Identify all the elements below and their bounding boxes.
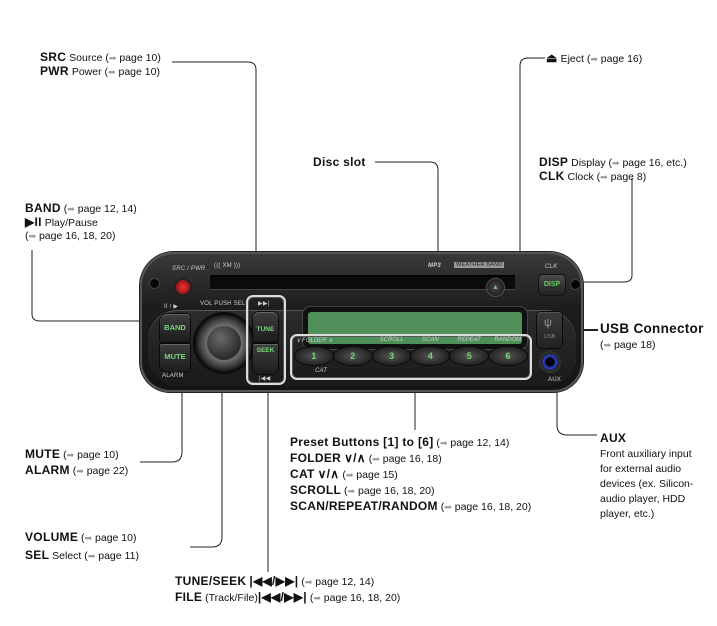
volume-knob[interactable]: [207, 326, 241, 360]
src-pwr-button[interactable]: [176, 280, 190, 294]
label-aux-desc-5: player, etc.): [600, 508, 655, 520]
label-tuneseek: TUNE/SEEK |◀◀/▶▶| (➡ page 12, 14): [175, 574, 375, 588]
line-volume: [190, 330, 223, 548]
aux-caption: AUX: [548, 377, 561, 383]
label-aux-desc-2: for external audio: [600, 463, 682, 475]
preset-group: [290, 334, 532, 380]
skip-icon: |◀◀/▶▶|: [257, 590, 307, 604]
play-pause-icon: ▶II: [25, 215, 42, 229]
tune-seek-group: [246, 295, 286, 385]
mp3-logo: MP3: [428, 263, 441, 269]
cat-caption: CAT: [315, 368, 328, 374]
label-alarm: ALARM (➡ page 22): [25, 463, 129, 477]
label-scan: SCAN/REPEAT/RANDOM (➡ page 16, 18, 20): [290, 499, 532, 513]
line-src-pwr: [172, 61, 257, 280]
eject-icon: ▲: [492, 284, 499, 291]
label-disc-slot: Disc slot: [313, 155, 366, 169]
preset-captions: ∨ FOLDER ∧ SCROLL SCAN REPEAT RANDOM: [295, 337, 527, 344]
label-eject: ⏏ Eject (➡ page 16): [546, 51, 643, 65]
lcd-display: [308, 312, 522, 344]
disc-slot[interactable]: [210, 275, 515, 289]
label-aux: AUX: [600, 431, 627, 445]
tune-button[interactable]: TUNE: [253, 312, 278, 342]
label-aux-desc-4: audio player, HDD: [600, 493, 686, 505]
label-scroll: SCROLL (➡ page 16, 18, 20): [290, 483, 435, 497]
line-mute: [140, 388, 183, 463]
usb-connector[interactable]: ψ USB: [537, 312, 562, 348]
label-mute: MUTE (➡ page 10): [25, 447, 119, 461]
label-volume: VOLUME (➡ page 10): [25, 530, 137, 544]
label-band: BAND (➡ page 12, 14): [25, 201, 137, 215]
tune-label: TUNE: [256, 326, 275, 333]
xm-logo: ((( XM ))): [214, 263, 241, 269]
label-pwr: PWR Power (➡ page 10): [40, 64, 160, 78]
preset-button-4[interactable]: 4: [411, 347, 450, 365]
eject-icon: ⏏: [546, 51, 558, 65]
label-aux-desc-1: Front auxiliary input: [600, 448, 692, 460]
repeat-caption: REPEAT: [457, 337, 481, 343]
preset-button-5[interactable]: 5: [450, 347, 489, 365]
label-aux-desc-3: devices (ex. Silicon-: [600, 478, 694, 490]
label-disp: DISP Display (➡ page 16, etc.): [539, 155, 687, 169]
line-aux: [556, 372, 597, 436]
label-cat: CAT ∨/∧ (➡ page 15): [290, 467, 398, 481]
car-stereo-unit: SRC / PWR ((( XM ))) MP3 WEATHER BAND CL…: [140, 252, 583, 392]
label-usb: USB Connector: [600, 321, 704, 336]
preset-button-6[interactable]: 6: [489, 347, 527, 365]
folder-updown-icon: ∨/∧: [344, 451, 366, 465]
scan-caption: SCAN: [422, 337, 439, 343]
label-sel: SEL Select (➡ page 11): [25, 548, 139, 562]
disp-clk-button[interactable]: DISP: [539, 275, 565, 295]
label-preset: Preset Buttons [1] to [6] (➡ page 12, 14…: [290, 435, 510, 449]
clk-caption: CLK: [545, 264, 558, 270]
label-folder: FOLDER ∨/∧ (➡ page 16, 18): [290, 451, 442, 465]
line-disc-slot: [375, 161, 439, 282]
seek-label: SEEK: [256, 347, 275, 354]
alarm-caption: ALARM: [162, 373, 184, 379]
eject-button[interactable]: ▲: [487, 279, 504, 296]
line-disp: [575, 178, 633, 283]
screw-hole: [571, 280, 580, 289]
preset-button-2[interactable]: 2: [333, 347, 372, 365]
label-usb-page: (➡ page 18): [600, 339, 656, 351]
blank-caption: [334, 337, 373, 344]
play-pause-caption: II / ▶: [164, 304, 179, 310]
label-playpause-page: (➡ page 16, 18, 20): [25, 230, 116, 242]
label-clk: CLK Clock (➡ page 8): [539, 169, 647, 183]
scroll-caption: SCROLL: [379, 337, 404, 343]
skip-icon: |◀◀/▶▶|: [249, 574, 299, 588]
preset-buttons: 1 2 3 4 5 6: [295, 347, 527, 365]
label-src: SRC Source (➡ page 10): [40, 50, 161, 64]
band-button[interactable]: BAND: [160, 314, 190, 342]
preset-button-1[interactable]: 1: [295, 347, 333, 365]
label-file: FILE (Track/File)|◀◀/▶▶| (➡ page 16, 18,…: [175, 590, 401, 604]
line-eject: [519, 57, 545, 282]
usb-caption: USB: [543, 334, 556, 340]
next-icon: ▶▶|: [258, 301, 270, 307]
weather-band-badge: WEATHER BAND: [454, 262, 505, 268]
src-pwr-caption: SRC / PWR: [172, 266, 206, 272]
folder-caption: ∨ FOLDER ∧: [296, 338, 333, 344]
label-playpause: ▶II Play/Pause: [25, 215, 98, 229]
seek-button[interactable]: SEEK: [253, 344, 278, 374]
line-band: [31, 250, 168, 322]
prev-icon: |◀◀: [259, 376, 271, 382]
aux-jack[interactable]: [541, 353, 559, 371]
vol-caption: VOL PUSH SEL: [200, 301, 246, 307]
random-caption: RANDOM: [494, 337, 522, 343]
cat-updown-icon: ∨/∧: [317, 467, 340, 481]
screw-hole: [150, 279, 159, 288]
usb-icon: ψ: [544, 317, 552, 329]
preset-button-3[interactable]: 3: [372, 347, 411, 365]
mute-button[interactable]: MUTE: [160, 344, 190, 372]
